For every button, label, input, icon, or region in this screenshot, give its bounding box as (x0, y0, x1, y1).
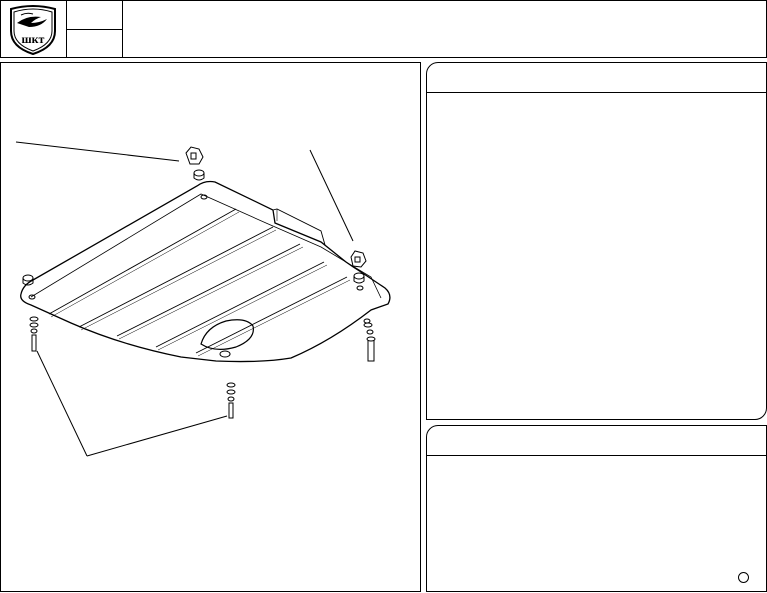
fastener-right (363, 322, 376, 362)
fastener-left (22, 274, 39, 352)
drain-opening (200, 319, 254, 350)
shield-logo-icon: шкт (10, 5, 56, 56)
assembly-drawing-panel (0, 62, 421, 592)
title-block: шкт (0, 0, 767, 58)
leader-lines (15, 141, 354, 457)
logo-text: шкт (22, 32, 45, 46)
page-marker-circle (738, 572, 749, 583)
revision-cell (66, 29, 123, 57)
fastener-bottom (219, 350, 236, 419)
clip-nut-right (350, 250, 367, 284)
notes-panel (426, 425, 767, 592)
skid-plate (20, 180, 391, 363)
clip-nut-top (185, 146, 205, 181)
parts-list-heading (427, 63, 766, 93)
document-title (123, 1, 766, 57)
product-code-cell (66, 1, 123, 30)
parts-list-panel (426, 62, 767, 420)
notes-heading (427, 426, 766, 456)
skid-plate-drawing (15, 141, 391, 457)
logo: шкт (1, 1, 67, 57)
